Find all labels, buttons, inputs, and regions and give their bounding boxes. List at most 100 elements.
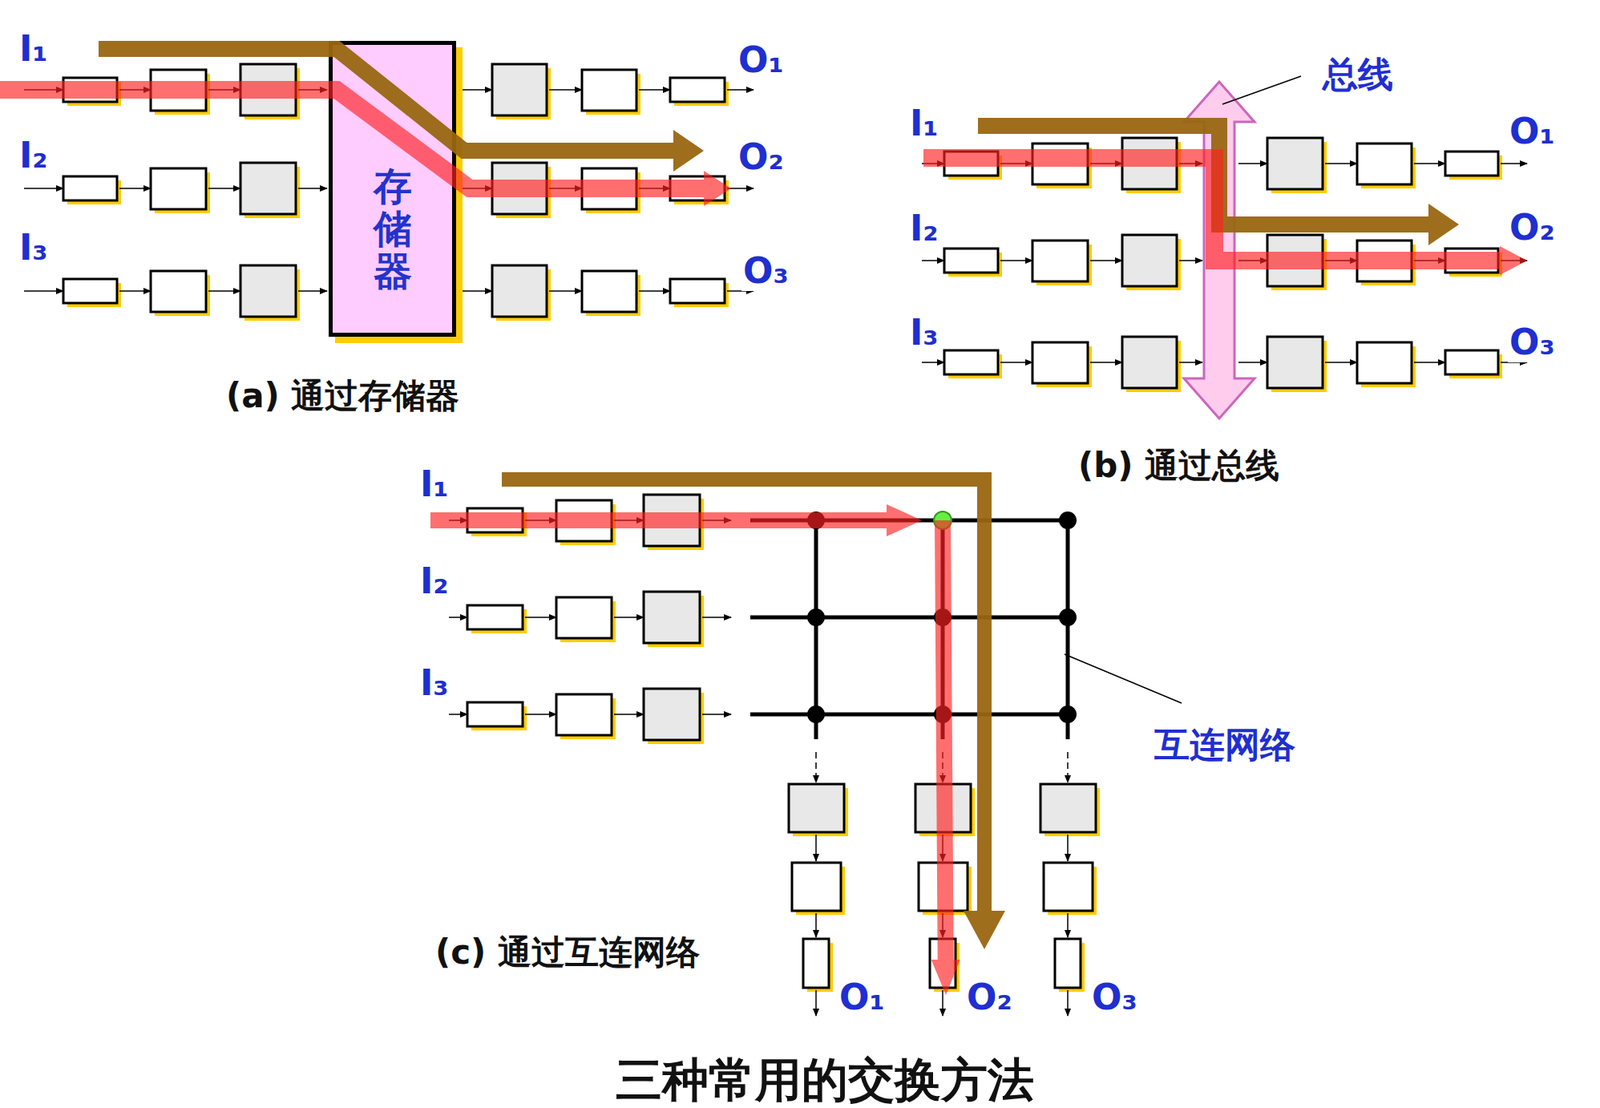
sub-caption-wrap: (b) 通过总线 xyxy=(1076,443,1281,489)
small-arrow xyxy=(921,361,945,364)
small-arrow xyxy=(1000,361,1033,364)
small-arrow xyxy=(298,290,328,292)
port-label-wrap: I₃ xyxy=(908,311,941,353)
small-arrow xyxy=(1066,834,1069,861)
buffer-box xyxy=(240,265,296,317)
small-arrow xyxy=(702,713,732,716)
small-arrow xyxy=(1066,989,1069,1016)
flow-arrowhead xyxy=(931,959,961,995)
crosspoint xyxy=(807,608,825,627)
port-label: O₁ xyxy=(837,976,887,1018)
buffer-box xyxy=(1032,342,1088,384)
small-arrow xyxy=(208,290,241,292)
port-label-wrap: O₂ xyxy=(965,976,1015,1018)
small-arrow xyxy=(24,187,64,190)
crosspoint xyxy=(807,705,825,724)
port-label-wrap: I₂ xyxy=(418,560,451,602)
small-arrow xyxy=(1414,361,1446,364)
small-arrow xyxy=(1325,162,1358,165)
port-label-wrap: I₁ xyxy=(908,102,941,144)
figure-caption: 三种常用的交换方法 xyxy=(614,1052,1036,1108)
port-label-wrap: O₁ xyxy=(837,976,887,1018)
buffer-box xyxy=(1054,938,1081,988)
flow-path xyxy=(977,125,1429,225)
buffer-box xyxy=(556,597,612,639)
small-arrow xyxy=(941,989,944,1016)
small-arrow xyxy=(549,88,582,91)
buffer-box xyxy=(581,270,637,312)
port-label: O₃ xyxy=(1507,321,1557,363)
small-arrow xyxy=(1500,162,1528,165)
small-arrow xyxy=(815,913,817,938)
sub-caption-wrap: (c) 通过互连网络 xyxy=(433,929,702,975)
small-arrow xyxy=(525,616,557,619)
small-arrow xyxy=(1090,259,1123,262)
crossbar-row xyxy=(750,712,1072,717)
small-arrow xyxy=(24,290,64,292)
small-arrow xyxy=(1066,913,1069,938)
buffer-box xyxy=(581,69,637,111)
small-arrow xyxy=(119,290,151,292)
buffer-box xyxy=(63,278,118,304)
port-label: 互连网络 xyxy=(1152,723,1297,765)
port-label-wrap: 互连网络 xyxy=(1152,721,1297,769)
buffer-box xyxy=(1357,143,1412,185)
flow-path xyxy=(501,479,985,911)
flow-arrowhead xyxy=(886,504,922,537)
small-arrow xyxy=(1000,259,1033,262)
buffer-box xyxy=(670,77,725,102)
port-label: I₂ xyxy=(418,560,451,602)
buffer-box xyxy=(791,862,841,911)
port-label-wrap: I₂ xyxy=(908,207,941,249)
port-label-wrap: O₃ xyxy=(1090,976,1140,1018)
flow-arrowhead xyxy=(963,910,1006,950)
buffer-box xyxy=(803,938,829,988)
port-label-wrap: O₁ xyxy=(1507,110,1557,152)
flow-path xyxy=(0,89,704,189)
small-arrow xyxy=(1179,361,1203,364)
figure-caption-wrap: 三种常用的交换方法 xyxy=(614,1049,1036,1108)
small-arrow xyxy=(638,88,671,91)
port-label: I₃ xyxy=(17,226,50,268)
port-label: I₂ xyxy=(908,207,941,249)
port-label: I₁ xyxy=(908,102,941,144)
small-arrow xyxy=(448,713,468,716)
small-arrow xyxy=(1090,361,1123,364)
port-label-wrap: O₃ xyxy=(1507,321,1557,363)
buffer-box xyxy=(1032,240,1088,282)
small-arrow xyxy=(549,290,582,292)
small-arrow xyxy=(458,290,493,292)
small-arrow xyxy=(458,88,493,91)
buffer-box xyxy=(1122,234,1177,287)
port-label-wrap: O₃ xyxy=(741,250,791,291)
buffer-box xyxy=(1445,151,1499,176)
crosspoint xyxy=(1058,608,1077,627)
port-label-wrap: 总线 xyxy=(1321,51,1395,99)
port-label-wrap: I₁ xyxy=(17,28,50,69)
buffer-box xyxy=(150,270,207,312)
small-arrow xyxy=(525,713,557,716)
flow-arrowhead xyxy=(1428,203,1459,246)
small-arrow xyxy=(1414,162,1446,165)
buffer-box xyxy=(492,265,547,317)
buffer-box xyxy=(643,688,700,740)
sub-caption-wrap: (a) 通过存储器 xyxy=(224,373,461,419)
small-arrow xyxy=(1238,361,1268,364)
sub-caption: (a) 通过存储器 xyxy=(224,375,461,416)
port-label: I₂ xyxy=(17,134,50,176)
small-arrow xyxy=(815,834,817,861)
crosspoint xyxy=(1058,511,1077,530)
sub-caption: (c) 通过互连网络 xyxy=(433,932,702,972)
flow-arrowhead xyxy=(1499,246,1528,275)
small-arrow xyxy=(119,187,151,190)
buffer-box xyxy=(944,248,998,273)
small-arrow xyxy=(638,290,671,292)
buffer-box xyxy=(1122,336,1177,388)
port-label: O₁ xyxy=(736,39,786,81)
buffer-box xyxy=(1357,342,1412,384)
port-label: O₃ xyxy=(1090,976,1140,1018)
flow-path xyxy=(942,520,946,960)
buffer-box xyxy=(63,176,118,201)
